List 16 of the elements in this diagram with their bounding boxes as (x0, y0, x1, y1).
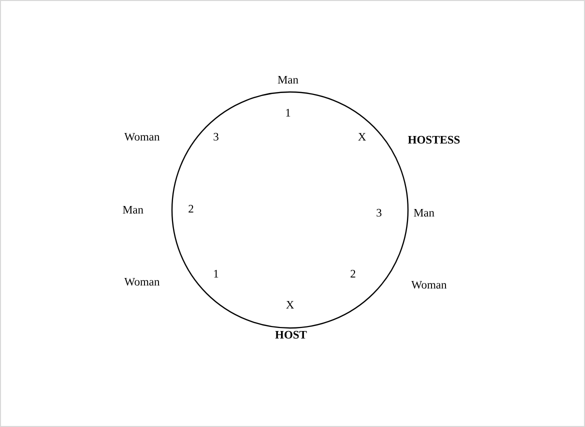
seat-number: X (358, 132, 366, 144)
seat-number: X (286, 300, 294, 312)
seat-number: 3 (213, 132, 219, 144)
guest-label: Woman (411, 280, 447, 292)
guest-label: Man (122, 205, 144, 217)
seat-number: 1 (213, 269, 219, 281)
guest-label: HOSTESS (408, 135, 460, 147)
guest-label: Man (413, 208, 435, 220)
guest-label: Man (277, 75, 299, 87)
guest-label: Woman (124, 277, 160, 289)
guest-label: HOST (275, 330, 307, 342)
seat-number: 1 (285, 108, 291, 120)
guest-label: Woman (124, 132, 160, 144)
seat-number: 2 (188, 204, 194, 216)
seat-number: 3 (376, 208, 382, 220)
seat-number: 2 (350, 269, 356, 281)
